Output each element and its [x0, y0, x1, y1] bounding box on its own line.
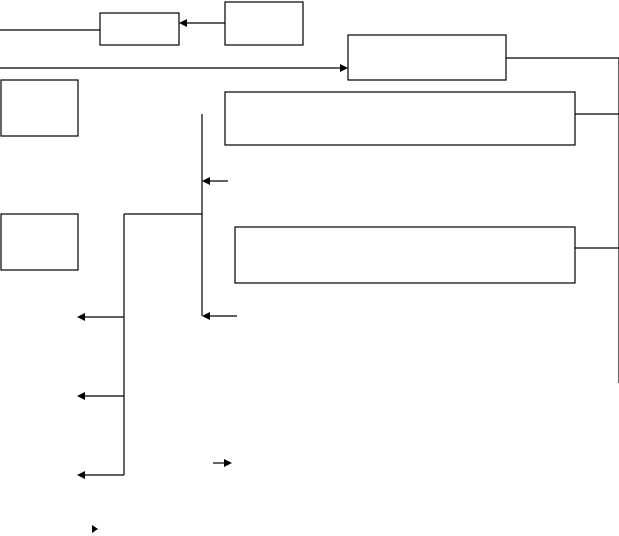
box-top-left — [99, 12, 180, 46]
box-upper-right — [347, 34, 507, 81]
arrowhead-left-3 — [77, 471, 85, 479]
arrowhead-long-top — [340, 64, 348, 72]
box-lower-wide — [234, 226, 576, 284]
arrowhead-center-upper — [202, 177, 210, 185]
arrowhead-isolated — [92, 525, 98, 533]
arrowhead-small-right — [224, 459, 232, 467]
arrowhead-top-pair — [179, 19, 187, 27]
box-middle-wide — [224, 91, 576, 146]
arrowhead-left-1 — [77, 313, 85, 321]
box-left-lower — [0, 213, 79, 271]
arrowhead-center-lower — [202, 312, 210, 320]
box-top-right — [224, 1, 304, 46]
arrowhead-left-2 — [77, 392, 85, 400]
box-left-upper — [0, 79, 79, 137]
